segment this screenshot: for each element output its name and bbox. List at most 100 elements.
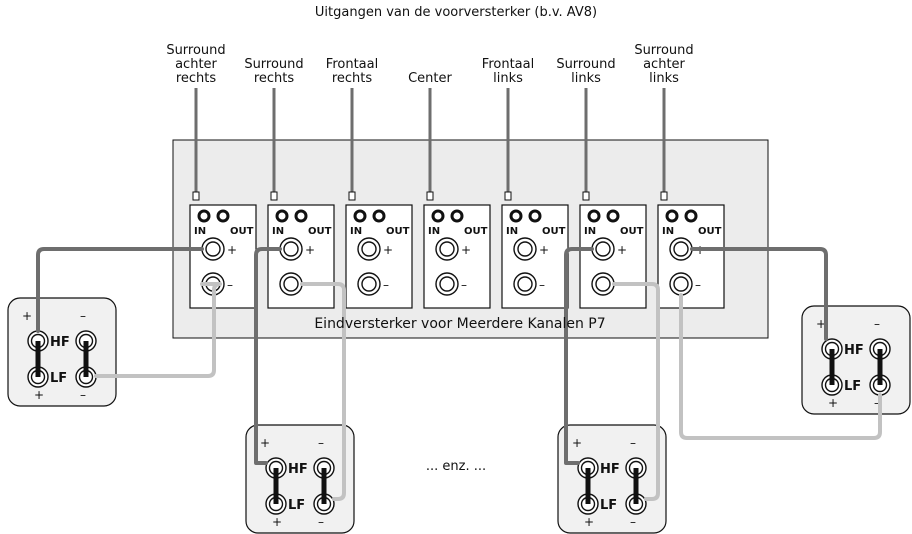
rca-in-jack — [587, 209, 601, 223]
channel-module — [657, 204, 725, 309]
plus-terminal-label: + — [539, 243, 549, 257]
speaker-plus-top: + — [22, 309, 32, 323]
plus-terminal-label: + — [461, 243, 471, 257]
binding-post-plus-inner — [283, 241, 299, 257]
in-label: IN — [584, 226, 596, 237]
speaker-plus-bottom: + — [828, 396, 838, 410]
lf-label: LF — [288, 498, 305, 513]
speaker-minus-top: – — [80, 309, 86, 323]
speaker-cable-minus — [679, 293, 882, 440]
speaker-plus-bottom: + — [272, 515, 282, 529]
binding-post-minus-inner — [439, 276, 455, 292]
speaker-minus-top: – — [630, 436, 636, 450]
in-label: IN — [506, 226, 518, 237]
rca-out-jack — [528, 209, 542, 223]
plus-terminal-label: + — [305, 243, 315, 257]
binding-post-minus-inner — [361, 276, 377, 292]
speaker-minus-bottom: – — [630, 515, 636, 529]
minus-terminal-label: – — [461, 278, 467, 292]
speaker-cable-plus — [36, 247, 204, 333]
speaker-minus-top: – — [874, 317, 880, 331]
lf-label: LF — [600, 498, 617, 513]
amplifier-label: Eindversterker voor Meerdere Kanalen P7 — [314, 316, 606, 332]
rca-out-jack — [450, 209, 464, 223]
input-plug — [270, 191, 278, 201]
hf-label: HF — [288, 462, 308, 477]
minus-terminal-label: – — [227, 278, 233, 292]
rca-out-jack — [294, 209, 308, 223]
hf-label: HF — [50, 335, 70, 350]
out-label: OUT — [698, 226, 722, 237]
lf-label: LF — [50, 371, 67, 386]
in-label: IN — [272, 226, 284, 237]
lf-label: LF — [844, 379, 861, 394]
speaker-plus-top: + — [260, 436, 270, 450]
rca-in-jack — [431, 209, 445, 223]
input-plug — [192, 191, 200, 201]
plus-terminal-label: + — [227, 243, 237, 257]
channel-label: Surround — [556, 57, 616, 72]
speaker-cable-plus — [564, 247, 594, 465]
channel-label: links — [493, 71, 523, 86]
input-plug — [582, 191, 590, 201]
speaker-plus-top: + — [816, 317, 826, 331]
channel-label: links — [649, 71, 679, 86]
binding-post-plus-inner — [439, 241, 455, 257]
etc-label: ... enz. ... — [425, 459, 487, 474]
channel-label: Center — [408, 71, 452, 86]
binding-post-minus-inner — [283, 276, 299, 292]
rca-out-jack — [684, 209, 698, 223]
binding-post-plus-inner — [517, 241, 533, 257]
speaker-minus-top: – — [318, 436, 324, 450]
binding-post-plus-inner — [361, 241, 377, 257]
out-label: OUT — [464, 226, 488, 237]
speaker-cable-minus — [300, 282, 346, 501]
out-label: OUT — [386, 226, 410, 237]
channel-label: achter — [175, 57, 217, 72]
channel-label: rechts — [331, 71, 373, 86]
hf-label: HF — [844, 343, 864, 358]
speaker-plus-top: + — [572, 436, 582, 450]
minus-terminal-label: – — [695, 278, 701, 292]
rca-out-jack — [216, 209, 230, 223]
input-plug — [348, 191, 356, 201]
diagram-title: Uitgangen van de voorversterker (b.v. AV… — [314, 5, 598, 20]
channel-label: rechts — [175, 71, 217, 86]
channel-label: Surround — [634, 43, 694, 58]
channel-label: Surround — [244, 57, 304, 72]
input-plug — [504, 191, 512, 201]
rca-in-jack — [197, 209, 211, 223]
rca-in-jack — [275, 209, 289, 223]
binding-post-plus-inner — [595, 241, 611, 257]
binding-post-minus-inner — [595, 276, 611, 292]
speaker-cable-minus — [612, 282, 660, 501]
rca-in-jack — [353, 209, 367, 223]
speaker-cable-plus — [254, 247, 282, 465]
speaker-cable-plus — [690, 247, 828, 341]
plus-terminal-label: + — [383, 243, 393, 257]
binding-post-plus-inner — [673, 241, 689, 257]
speaker-minus-bottom: – — [318, 515, 324, 529]
speaker-minus-bottom: – — [80, 388, 86, 402]
rca-out-jack — [606, 209, 620, 223]
speaker-cable-minus — [94, 282, 222, 378]
channel-label: Surround — [166, 43, 226, 58]
rca-in-jack — [665, 209, 679, 223]
binding-post-plus-inner — [205, 241, 221, 257]
in-label: IN — [662, 226, 674, 237]
input-plug — [660, 191, 668, 201]
channel-label: achter — [643, 57, 685, 72]
speaker-plus-bottom: + — [584, 515, 594, 529]
minus-terminal-label: – — [383, 278, 389, 292]
channel-label: rechts — [253, 71, 295, 86]
binding-post-minus-inner — [673, 276, 689, 292]
plus-terminal-label: + — [617, 243, 627, 257]
out-label: OUT — [230, 226, 254, 237]
minus-terminal-label: – — [539, 278, 545, 292]
hf-label: HF — [600, 462, 620, 477]
channel-label: Frontaal — [481, 57, 535, 72]
speaker-minus-bottom: – — [874, 396, 880, 410]
binding-post-minus-inner — [517, 276, 533, 292]
rca-out-jack — [372, 209, 386, 223]
